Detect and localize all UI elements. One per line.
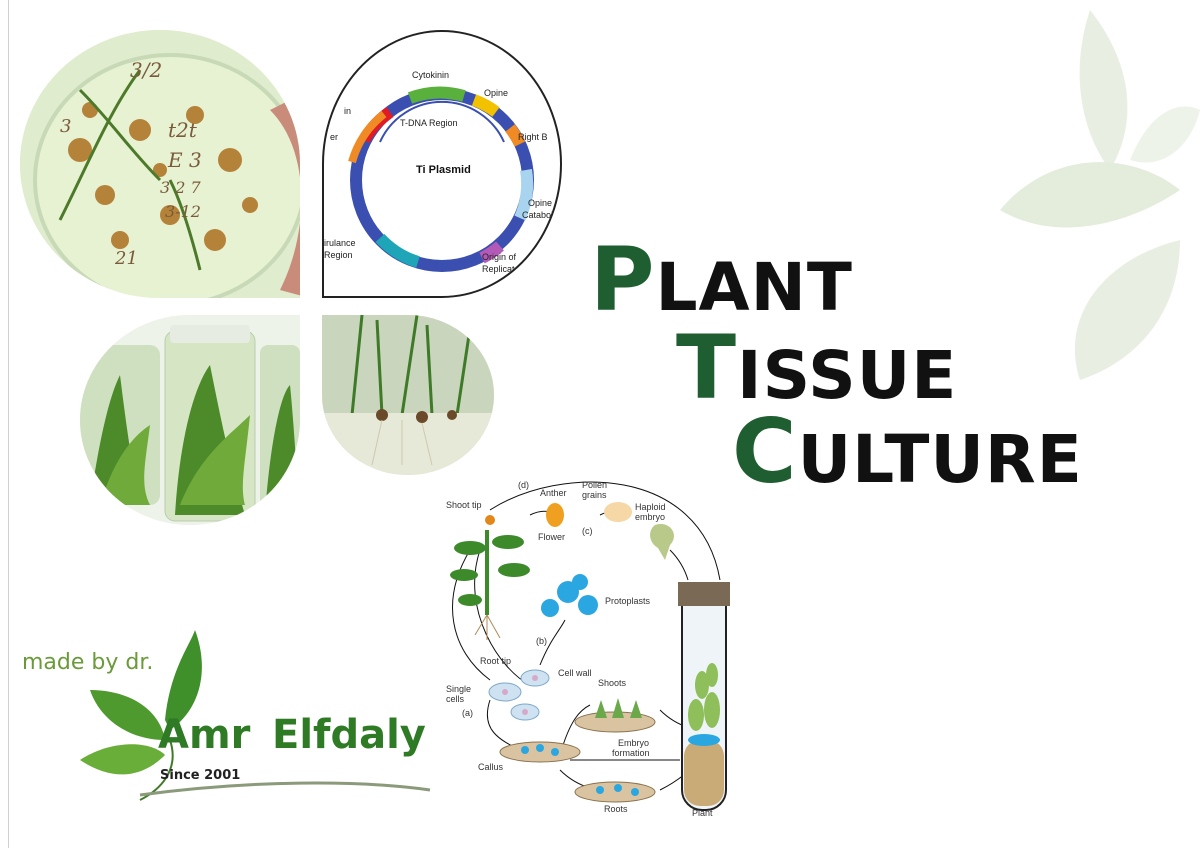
watermark-leaf-3 (1074, 240, 1180, 380)
plasmid-label-origin: Origin of (482, 252, 517, 262)
diag-label-pollen: Pollen (582, 480, 608, 490)
plasmid-label-opine: Opine (484, 88, 509, 98)
handwriting-3: E 3 (168, 148, 202, 172)
signature-leaves (80, 630, 431, 801)
made-by-label: made by dr. (22, 650, 154, 675)
diag-label-d: (d) (518, 480, 529, 490)
title-line-plant: PLANT (590, 228, 853, 331)
plasmid-label-opine-2: Opine (528, 198, 553, 208)
logo-swoosh (139, 781, 431, 797)
diag-label-b: (b) (536, 636, 547, 646)
title-initial-p: P (590, 228, 656, 331)
diag-label-protoplasts: Protoplasts (605, 596, 651, 606)
diag-label-single: Single (446, 684, 472, 694)
since-label: Since 2001 (160, 768, 241, 783)
author-first-name: Amr (158, 712, 251, 758)
diag-label-anther: Anther (540, 488, 567, 498)
plasmid-label-catabolism: Catabol (522, 210, 554, 220)
logo-leaf-left (90, 690, 165, 740)
jars-illustration (80, 315, 300, 525)
diag-label-roots: Roots (604, 804, 628, 814)
author-last-name: Elfdaly (272, 712, 426, 758)
watermark-leaf-4 (1130, 106, 1200, 163)
title-line-tissue: TISSUE (676, 316, 957, 419)
tissue-culture-diagram: (d) Anther Pollen grains Haploid embryo … (440, 470, 780, 820)
diag-label-shoot-tip: Shoot tip (446, 500, 482, 510)
left-border-line (8, 0, 9, 848)
logo-stem (139, 739, 174, 801)
handwriting-1: 3/2 (130, 58, 163, 82)
title-rest-ulture: ULTURE (797, 421, 1083, 498)
ti-plasmid-figure: Ti Plasmid T-DNA Region Cytokinin Opine … (322, 30, 562, 298)
title-rest-lant: LANT (655, 249, 853, 326)
plasmid-center-label: Ti Plasmid (416, 164, 471, 176)
diag-label-cells: cells (446, 694, 465, 704)
diag-label-grains: grains (582, 490, 607, 500)
diag-label-plant: Plant (692, 808, 713, 818)
plasmid-label-region: Region (324, 250, 353, 260)
diag-label-callus: Callus (478, 762, 504, 772)
plasmid-ring (348, 86, 534, 272)
watermark-leaf-1 (1079, 10, 1128, 170)
petri-dish-photo: 3/2 t2t E 3 3 2 7 3-12 21 3 (20, 30, 300, 298)
diag-label-embryo-formation-1: Embryo (618, 738, 650, 748)
test-tube-photo (322, 315, 494, 475)
diag-label-c: (c) (582, 526, 593, 536)
watermark-leaves (1000, 10, 1200, 380)
diagram-illustration (450, 481, 730, 811)
handwriting-7: 3 (60, 116, 72, 137)
logo-leaf-top (165, 630, 202, 730)
title-line-culture: CULTURE (732, 400, 1083, 503)
diag-label-a: (a) (462, 708, 473, 718)
handwriting-6: 21 (115, 248, 138, 269)
diag-label-haploid: Haploid (635, 502, 666, 512)
title-initial-c: C (732, 400, 798, 503)
handwriting-5: 3-12 (165, 202, 201, 221)
plasmid-region-label: T-DNA Region (400, 118, 458, 128)
title-rest-issue: ISSUE (737, 337, 958, 414)
diag-label-cell-wall: Cell wall (558, 668, 592, 678)
watermark-leaf-2 (1000, 162, 1180, 228)
title-initial-t: T (676, 316, 738, 419)
handwriting-4: 3 2 7 (160, 178, 201, 197)
plasmid-label-cytokinin: Cytokinin (412, 70, 450, 80)
diag-label-embryo: embryo (635, 512, 666, 522)
petri-dish-illustration (20, 30, 300, 298)
test-tube-illustration (322, 315, 494, 475)
handwriting-2: t2t (168, 118, 197, 142)
culture-jars-photo (80, 315, 300, 525)
diag-label-root-tip: Root tip (480, 656, 512, 666)
plasmid-label-fragment-2: er (330, 132, 339, 142)
diag-label-flower: Flower (538, 532, 566, 542)
plasmid-label-replication: Replicat (482, 264, 515, 274)
logo-leaf-bottom (80, 744, 165, 775)
plasmid-label-virulence: irulance (324, 238, 356, 248)
diag-label-shoots: Shoots (598, 678, 627, 688)
plasmid-label-right-border: Right B (518, 132, 548, 142)
diag-label-embryo-formation-2: formation (612, 748, 650, 758)
plasmid-label-fragment-1: in (344, 106, 352, 116)
